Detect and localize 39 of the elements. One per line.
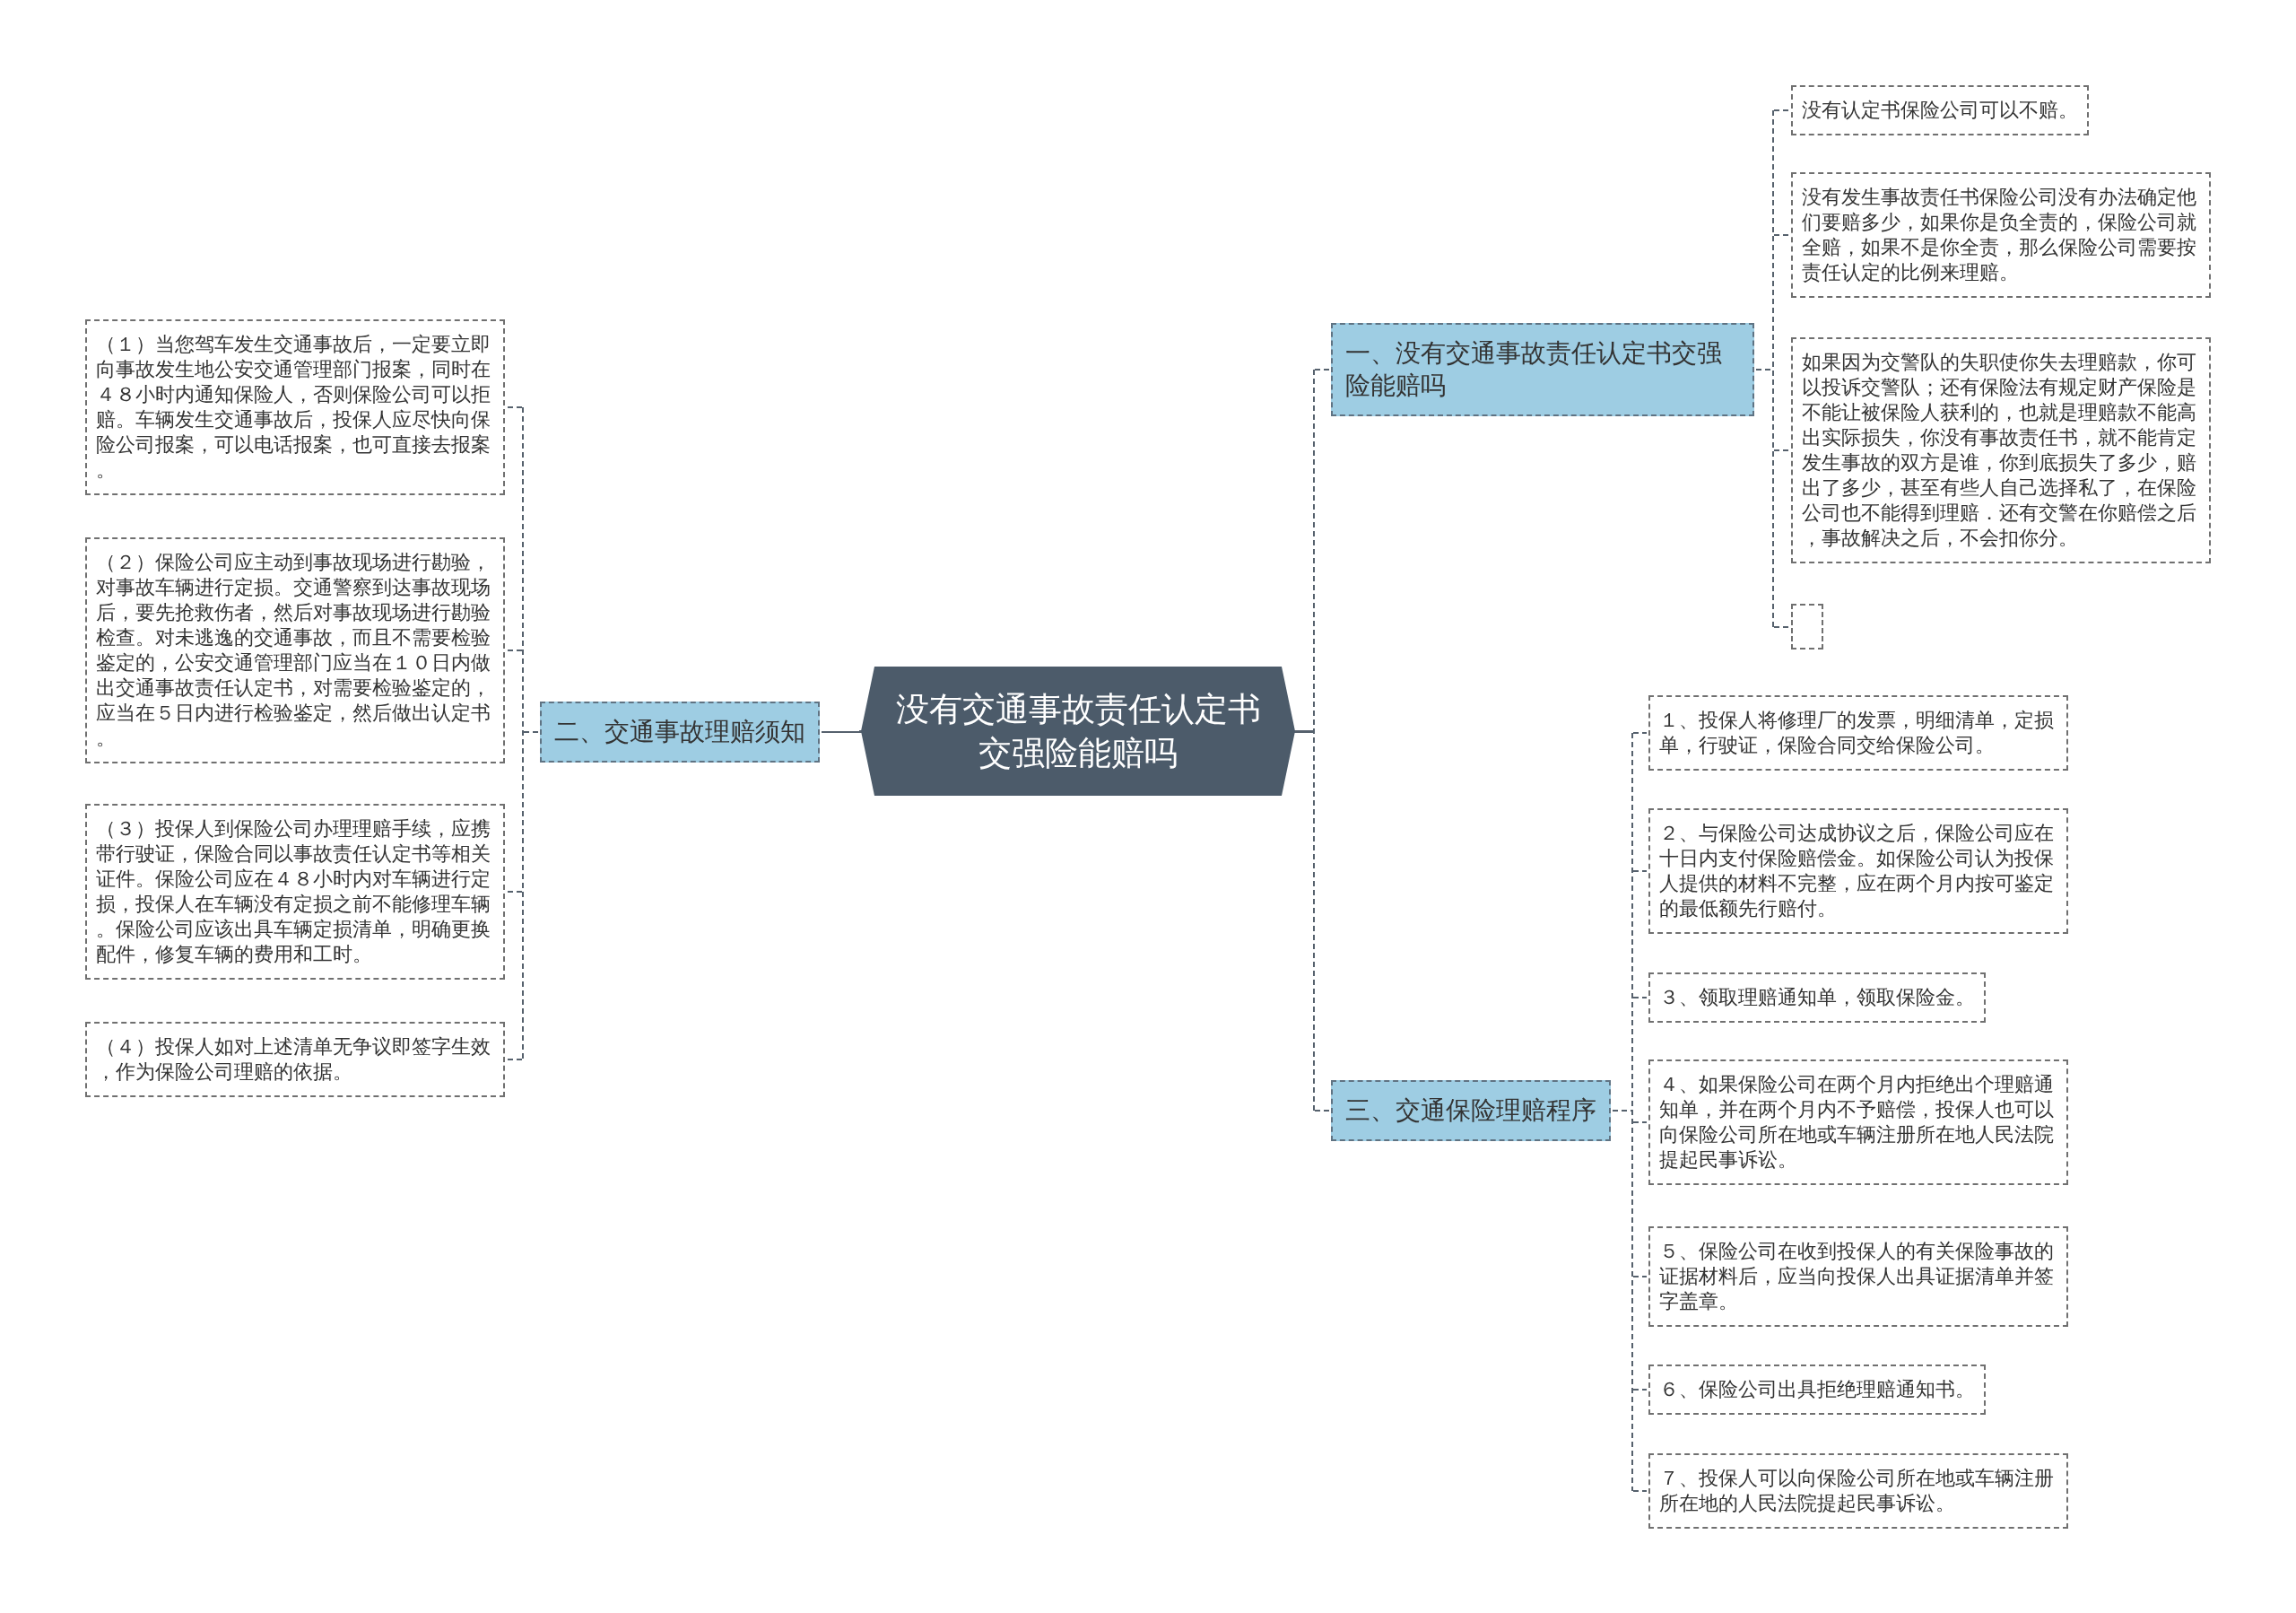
text-box: ６、保险公司出具拒绝理赔通知书。 xyxy=(1648,1365,1986,1415)
text-box: 如果因为交警队的失职使你失去理赔款，你可以投诉交警队；还有保险法有规定财产保险是不能让被保险人获利的，也就是理赔款不能高出实际损失，你没有事故责任书，就不能肯定发生事故的双方是谁，你到底损失了多少，赔出了多少，甚至有些人自己选择私了，在保险公司也不能得到理赔．还有交警在你赔偿之后，事故解决之后，不会扣你分。 xyxy=(1791,337,2211,563)
connector-line xyxy=(1632,1276,1648,1277)
connector-line xyxy=(1632,1121,1648,1123)
connector-line xyxy=(506,650,523,651)
text-box: （４）投保人如对上述清单无争议即签字生效，作为保险公司理赔的依据。 xyxy=(85,1022,505,1097)
text-box: ７、投保人可以向保险公司所在地或车辆注册所在地的人民法院提起民事诉讼。 xyxy=(1648,1453,2068,1529)
connector-line xyxy=(1632,732,1648,734)
topic-box: 二、交通事故理赔须知 xyxy=(540,702,820,763)
connector-line xyxy=(1773,449,1790,451)
connector-line xyxy=(1632,1389,1648,1391)
text-box: ４、如果保险公司在两个月内拒绝出个理赔通知单，并在两个月内不予赔偿，投保人也可以向保险公司所在地或车辆注册所在地人民法院提起民事诉讼。 xyxy=(1648,1059,2068,1185)
topic-box: 一、没有交通事故责任认定书交强险能赔吗 xyxy=(1331,323,1754,416)
connector-line xyxy=(1632,997,1648,998)
topic-box: 三、交通保险理赔程序 xyxy=(1331,1080,1611,1141)
connector-line xyxy=(1773,626,1790,628)
connector-line xyxy=(1632,1490,1648,1492)
connector-line xyxy=(1632,870,1648,872)
text-box: ５、保险公司在收到投保人的有关保险事故的证据材料后，应当向投保人出具证据清单并签字盖章。 xyxy=(1648,1226,2068,1327)
text-box: 没有认定书保险公司可以不赔。 xyxy=(1791,85,2089,135)
text-box: （１）当您驾车发生交通事故后，一定要立即向事故发生地公安交通管理部门报案，同时在４８小时内通知保险人，否则保险公司可以拒赔。车辆发生交通事故后，投保人应尽快向保险公司报案，可以电话报案，也可直接去报案。 xyxy=(85,319,505,495)
text-box: （３）投保人到保险公司办理理赔手续，应携带行驶证，保险合同以事故责任认定书等相关证件。保险公司应在４８小时内对车辆进行定损，投保人在车辆没有定损之前不能修理车辆。保险公司应该出具车辆定损清单，明确更换配件，修复车辆的费用和工时。 xyxy=(85,804,505,980)
connector-line xyxy=(522,406,539,1060)
topic-hexagon: 没有交通事故责任认定书交强险能赔吗 xyxy=(861,667,1295,796)
connector-line xyxy=(1755,109,1774,628)
connector-line xyxy=(1314,369,1330,371)
text-box: 没有发生事故责任书保险公司没有办法确定他们要赔多少，如果你是负全责的，保险公司就全赔，如果不是你全责，那么保险公司需要按责任认定的比例来理赔。 xyxy=(1791,172,2211,298)
connector-line xyxy=(506,1059,523,1060)
text-box: （２）保险公司应主动到事故现场进行勘验，对事故车辆进行定损。交通警察到达事故现场后，要先抢救伤者，然后对事故现场进行勘验检查。对未逃逸的交通事故，而且不需要检验鉴定的，公安交通管理部门应当在１０日内做出交通事故责任认定书，对需要检验鉴定的，应当在５日内进行检验鉴定，然后做出认定书。 xyxy=(85,537,505,763)
text-box: ２、与保险公司达成协议之后，保险公司应在十日内支付保险赔偿金。如保险公司认为投保人提供的材料不完整，应在两个月内按可鉴定的最低额先行赔付。 xyxy=(1648,808,2068,934)
text-box: １、投保人将修理厂的发票，明细清单，定损单，行驶证，保险合同交给保险公司。 xyxy=(1648,695,2068,771)
connector-line xyxy=(506,891,523,893)
connector-line xyxy=(506,406,523,408)
connector-line xyxy=(1314,1110,1330,1112)
empty-box xyxy=(1791,604,1823,650)
connector-line xyxy=(1773,109,1790,111)
text-box: ３、领取理赔通知单，领取保险金。 xyxy=(1648,972,1986,1023)
connector-line xyxy=(1612,732,1633,1492)
connector-line xyxy=(1773,234,1790,236)
